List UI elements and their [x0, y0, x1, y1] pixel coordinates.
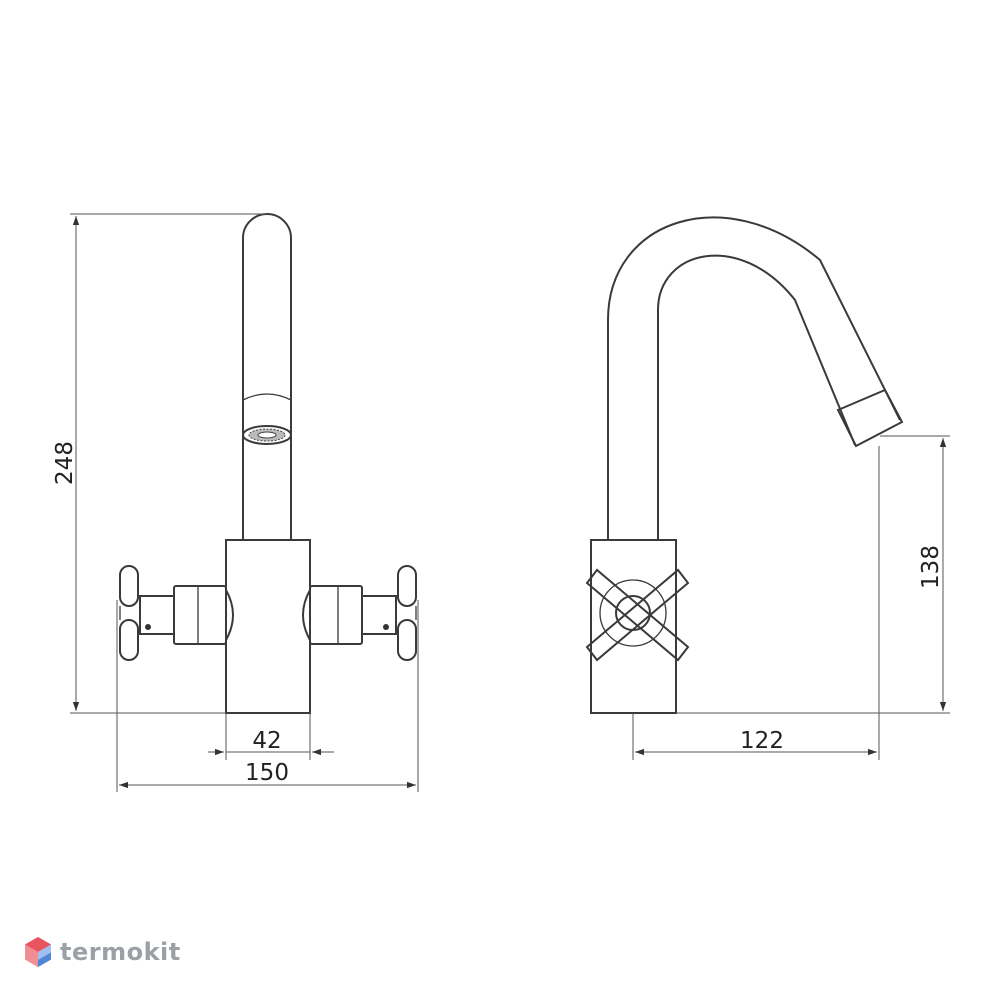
side-view [585, 216, 950, 760]
right-valve [302, 565, 417, 661]
label-total-height: 248 [52, 441, 78, 485]
termokit-logo-icon [25, 937, 51, 967]
dim-spout-reach [632, 446, 880, 760]
side-spout-tip [836, 388, 904, 448]
dim-base-width [208, 713, 334, 760]
label-handles-span: 150 [245, 760, 289, 786]
aerator-icon [242, 425, 292, 445]
dim-spout-height [676, 435, 950, 714]
front-view [70, 213, 419, 792]
brand-watermark: termokit [24, 936, 181, 968]
front-spout [242, 213, 292, 540]
dim-handles-span [116, 600, 419, 792]
left-valve [119, 565, 234, 661]
label-spout-height: 138 [918, 545, 944, 589]
brand-name: termokit [60, 938, 181, 966]
side-spout [607, 216, 901, 540]
dim-total-height [70, 213, 267, 714]
label-spout-reach: 122 [740, 728, 784, 754]
cross-handle-icon [585, 568, 690, 662]
side-spout-inner [657, 254, 856, 540]
label-base-width: 42 [252, 728, 281, 754]
front-body [225, 539, 311, 714]
